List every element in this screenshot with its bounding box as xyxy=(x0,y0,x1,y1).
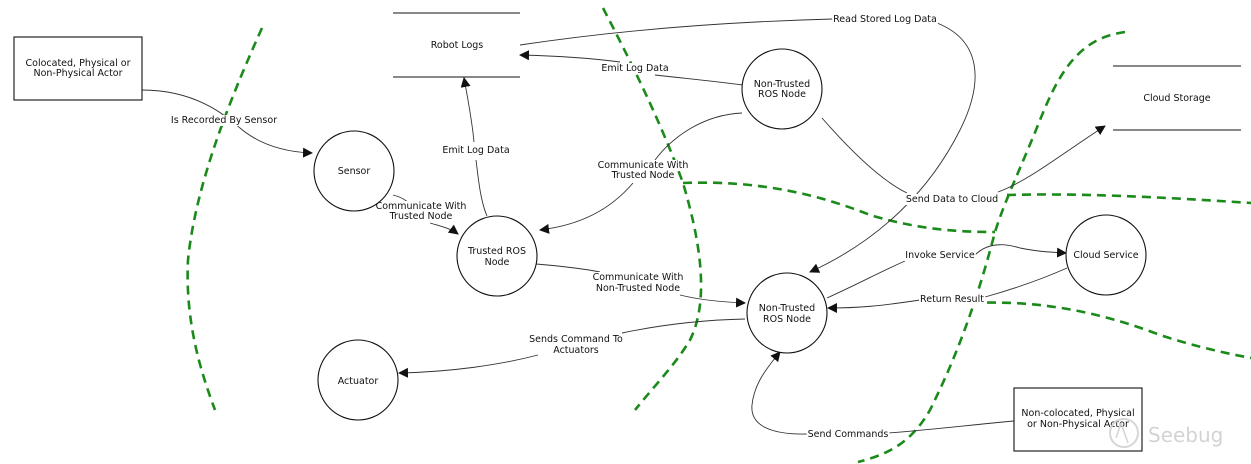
label-sensor-to-trusted: Communicate With xyxy=(376,201,467,212)
label-sends-command-2: Actuators xyxy=(553,345,599,356)
trust-boundary-robot xyxy=(601,7,703,411)
label-nontrusted-emit-log: Emit Log Data xyxy=(601,63,668,74)
label-background xyxy=(904,250,976,261)
process-cloud-service[interactable]: Cloud Service xyxy=(1065,214,1147,296)
label-background xyxy=(594,283,682,294)
flow-labels: Is Recorded By Sensor Communicate With T… xyxy=(169,14,1000,440)
process-non-trusted-ros-node[interactable]: Non-Trusted ROS Node xyxy=(746,272,828,354)
noncolocated-actor-line-1: Non-colocated, Physical xyxy=(1021,408,1134,419)
process-sensor[interactable]: Sensor xyxy=(313,130,395,212)
label-background xyxy=(552,345,600,356)
label-background xyxy=(832,14,938,25)
process-actuator[interactable]: Actuator xyxy=(317,339,399,421)
trust-boundary-cloud-right xyxy=(1006,193,1251,205)
label-read-stored-log: Read Stored Log Data xyxy=(833,14,937,25)
label-background xyxy=(919,294,986,305)
label-background xyxy=(600,63,670,74)
flow-trusted-to-nontrusted[interactable] xyxy=(535,263,745,303)
flow-return-result[interactable] xyxy=(828,267,1068,308)
watermark-logo-icon xyxy=(1109,418,1139,448)
watermark-text: Seebug xyxy=(1148,423,1223,447)
trusted-ros-node-line-2: Node xyxy=(485,257,510,268)
label-background xyxy=(806,429,890,440)
process-trusted-ros-node[interactable]: Trusted ROS Node xyxy=(456,215,538,297)
flow-sends-command[interactable] xyxy=(399,318,746,373)
flow-read-stored-log[interactable] xyxy=(519,18,976,272)
non-trusted-top-line-2: ROS Node xyxy=(758,89,806,100)
label-background xyxy=(596,160,690,171)
label-trusted-to-nontrusted: Communicate With xyxy=(593,272,684,283)
trust-boundaries xyxy=(186,7,1251,464)
noncolocated-actor-line-2: or Non-Physical Actor xyxy=(1027,419,1129,430)
label-sends-command: Sends Command To xyxy=(529,334,623,345)
label-background xyxy=(591,272,685,283)
label-send-commands: Send Commands xyxy=(808,429,889,440)
data-flows xyxy=(141,18,1105,435)
label-background xyxy=(374,201,468,212)
label-send-data-to-cloud: Send Data to Cloud xyxy=(906,194,998,205)
data-store-cloud-storage[interactable]: Cloud Storage xyxy=(1113,65,1241,131)
seebug-watermark: Seebug xyxy=(1109,418,1223,448)
flow-invoke-service[interactable] xyxy=(826,245,1066,299)
colocated-actor-line-1: Colocated, Physical or xyxy=(26,58,131,69)
actuator-label: Actuator xyxy=(338,376,379,387)
flow-nontrusted-to-trusted[interactable] xyxy=(540,112,743,230)
label-trusted-emit-log: Emit Log Data xyxy=(442,145,509,156)
colocated-actor-line-2: Non-Physical Actor xyxy=(33,68,122,79)
trusted-ros-node-line-1: Trusted ROS xyxy=(467,246,526,257)
trust-boundary-local xyxy=(186,27,264,411)
label-background xyxy=(528,334,625,345)
label-trusted-to-nontrusted-2: Non-Trusted Node xyxy=(596,283,680,294)
flow-send-commands[interactable] xyxy=(751,352,1015,435)
label-is-recorded-by-sensor: Is Recorded By Sensor xyxy=(171,115,277,126)
trust-boundary-cloud-lower xyxy=(971,301,1251,360)
non-trusted-top-line-1: Non-Trusted xyxy=(754,79,810,90)
flow-nontrusted-emit-log[interactable] xyxy=(520,55,744,86)
label-invoke-service: Invoke Service xyxy=(905,250,975,261)
label-return-result: Return Result xyxy=(920,294,984,305)
cloud-storage-label: Cloud Storage xyxy=(1143,93,1210,104)
trust-boundary-cloud-vertical xyxy=(857,30,1126,464)
process-non-trusted-ros-node-top[interactable]: Non-Trusted ROS Node xyxy=(741,48,823,130)
flow-trusted-emit-log[interactable] xyxy=(464,78,488,217)
non-trusted-line-2: ROS Node xyxy=(763,314,811,325)
label-nontrusted-to-trusted-2: Trusted Node xyxy=(611,170,675,181)
robot-logs-label: Robot Logs xyxy=(431,40,484,51)
sensor-label: Sensor xyxy=(338,166,371,177)
label-background xyxy=(609,170,676,181)
external-entity-colocated-actor[interactable]: Colocated, Physical or Non-Physical Acto… xyxy=(13,36,143,101)
label-sensor-to-trusted-2: Trusted Node xyxy=(389,211,453,222)
flow-send-data-to-cloud[interactable] xyxy=(821,118,1105,194)
non-trusted-line-1: Non-Trusted xyxy=(759,303,815,314)
label-background xyxy=(387,211,454,222)
data-store-robot-logs[interactable]: Robot Logs xyxy=(393,12,520,78)
label-background xyxy=(441,145,511,156)
label-nontrusted-to-trusted: Communicate With xyxy=(598,160,689,171)
label-background xyxy=(904,194,1000,205)
label-background xyxy=(169,115,279,126)
trust-boundary-cloud-upper xyxy=(682,181,996,234)
flow-is-recorded-by-sensor[interactable] xyxy=(141,89,313,158)
cloud-service-label: Cloud Service xyxy=(1073,250,1138,261)
